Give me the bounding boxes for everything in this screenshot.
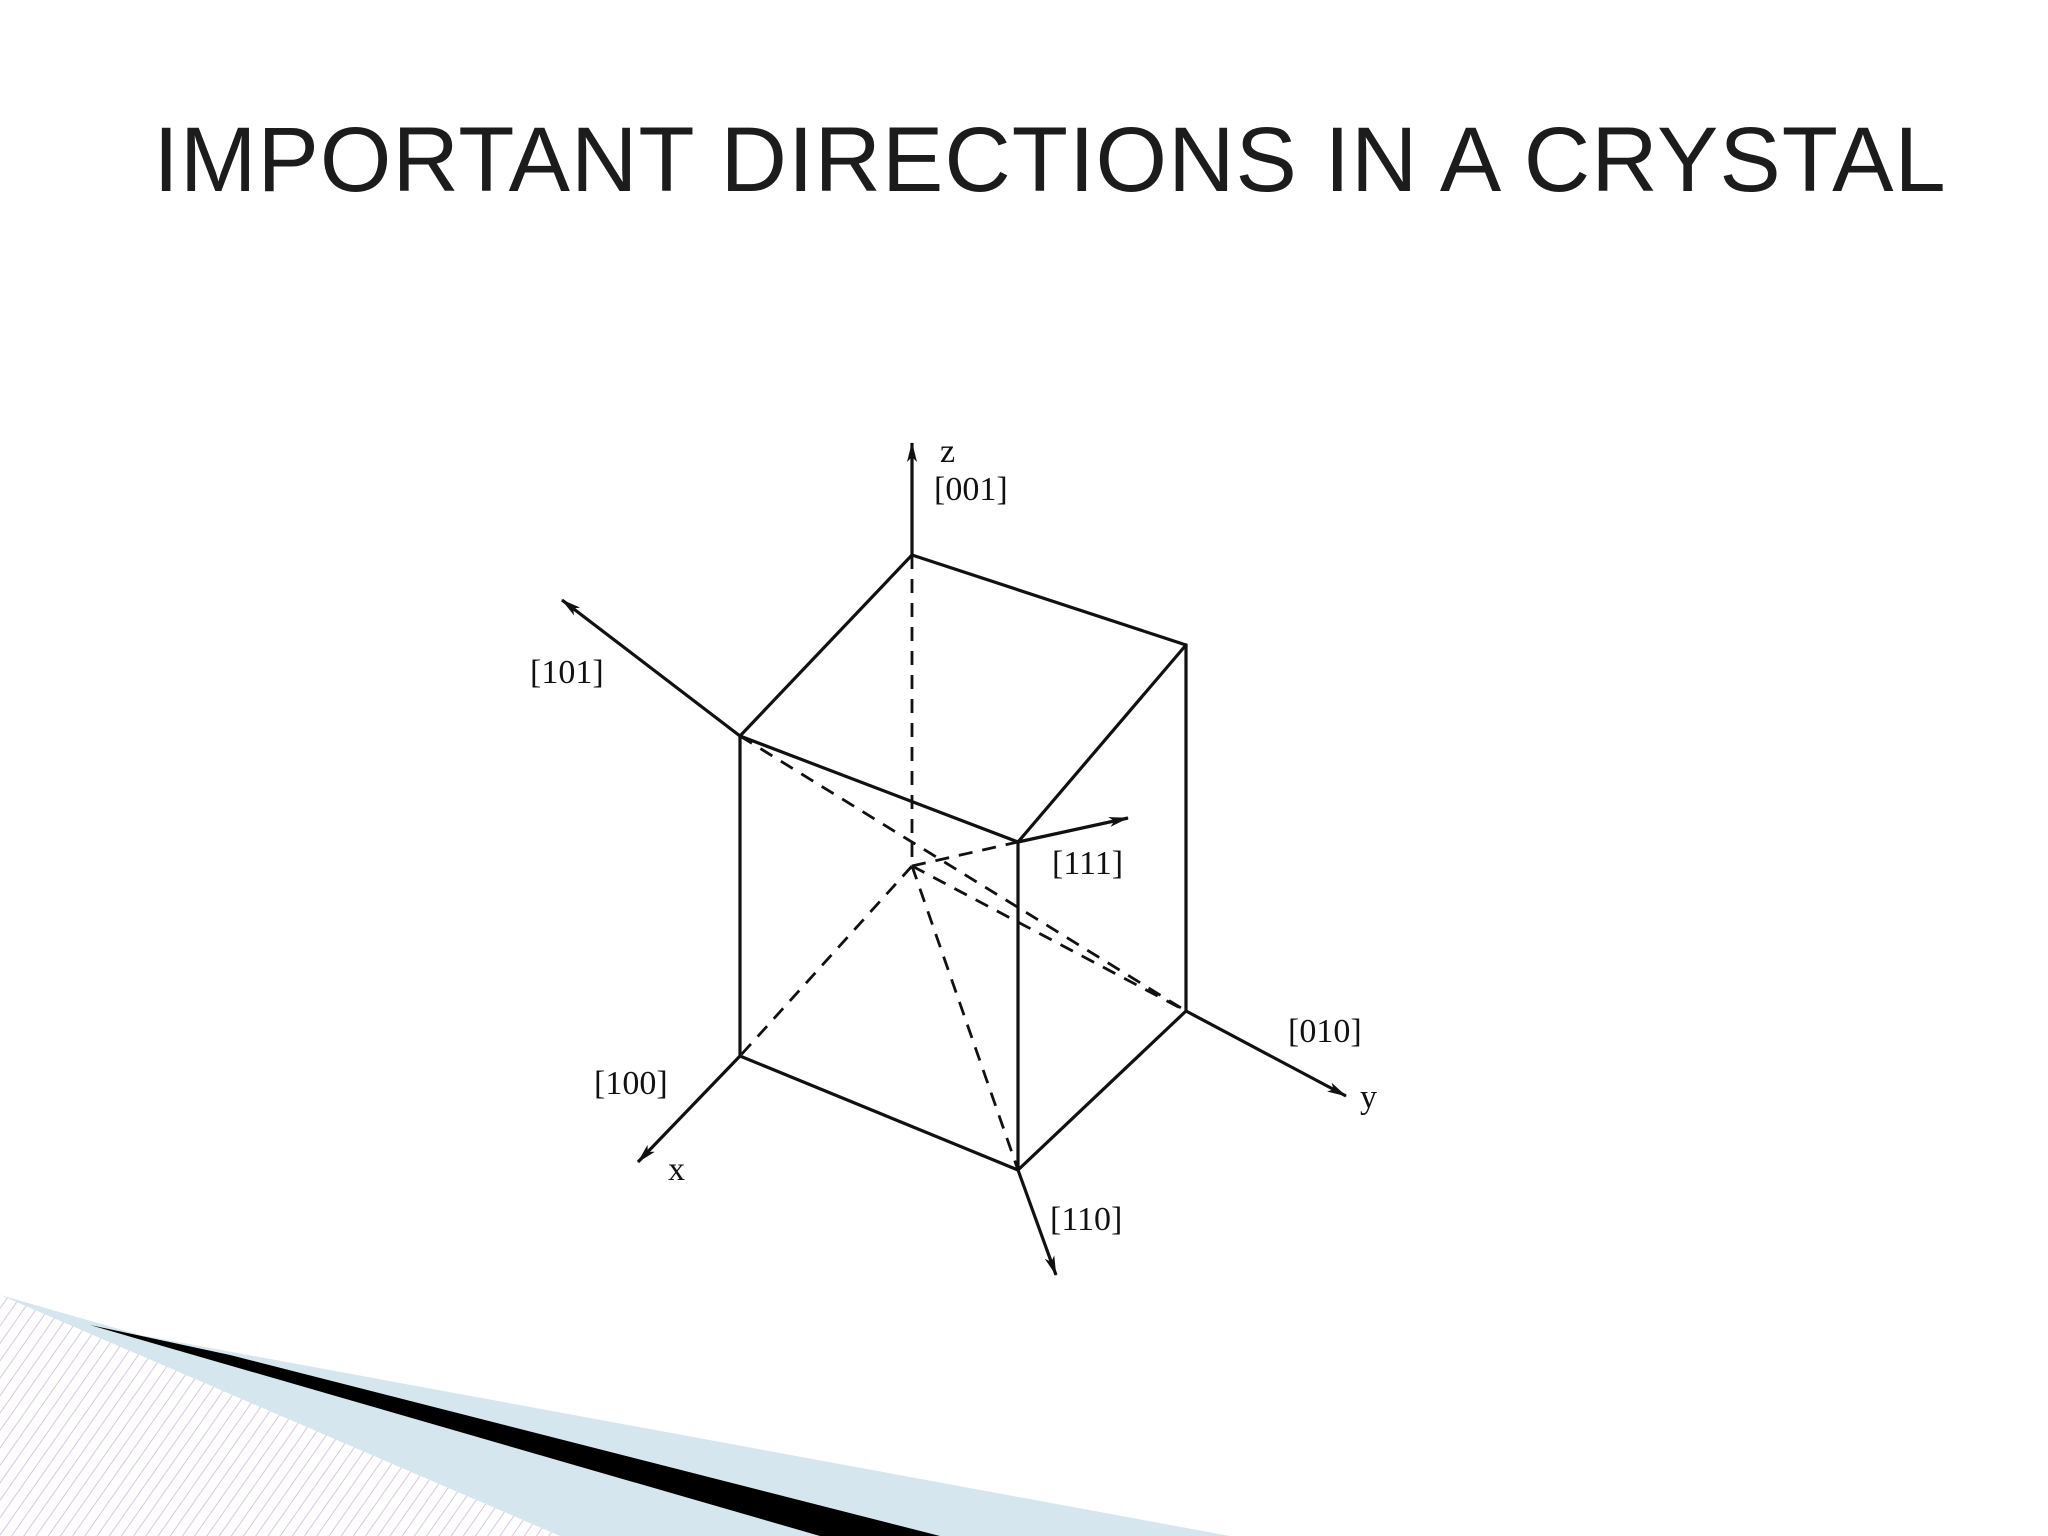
label-010: [010] [1288,1013,1362,1050]
decor-black-swoosh [90,1325,940,1536]
arrow-111 [1017,816,1129,844]
cube-edge [738,734,1020,844]
cube-edge [1016,643,1188,844]
arrow-110 [1016,1169,1058,1276]
direction-labels: z [001] [101] [111] [010] y [100] x [110… [530,433,1377,1238]
arrow-x-100 [636,1054,742,1164]
direction-arrows [561,442,1347,1276]
dashed-to-x-corner [738,865,914,1057]
label-101: [101] [530,654,604,691]
cube-dashed-lines [738,555,1187,1171]
axis-label-y: y [1360,1079,1377,1116]
decor-light-band [0,1295,1230,1536]
cube-solid-edges [738,553,1188,1172]
dashed-to-xy-corner [910,865,1020,1171]
arrow-y-010 [1185,1009,1347,1098]
label-001: [001] [934,471,1008,508]
label-100: [100] [594,1065,668,1102]
slide-title: IMPORTANT DIRECTIONS IN A CRYSTAL [153,109,1947,211]
cube-edge [738,553,914,738]
cube-edge [910,553,1188,647]
label-110: [110] [1050,1201,1122,1238]
axis-label-z: z [940,433,955,470]
arrow-101 [561,598,741,738]
axis-label-x: x [668,1151,685,1188]
dashed-to-y-corner [911,864,1187,1013]
label-111: [111] [1052,845,1123,882]
dashed-diagonal [739,734,1187,1013]
dashed-to-111 [911,840,1019,868]
cube-edge [1016,1009,1188,1172]
cube-edge [738,1054,1020,1172]
